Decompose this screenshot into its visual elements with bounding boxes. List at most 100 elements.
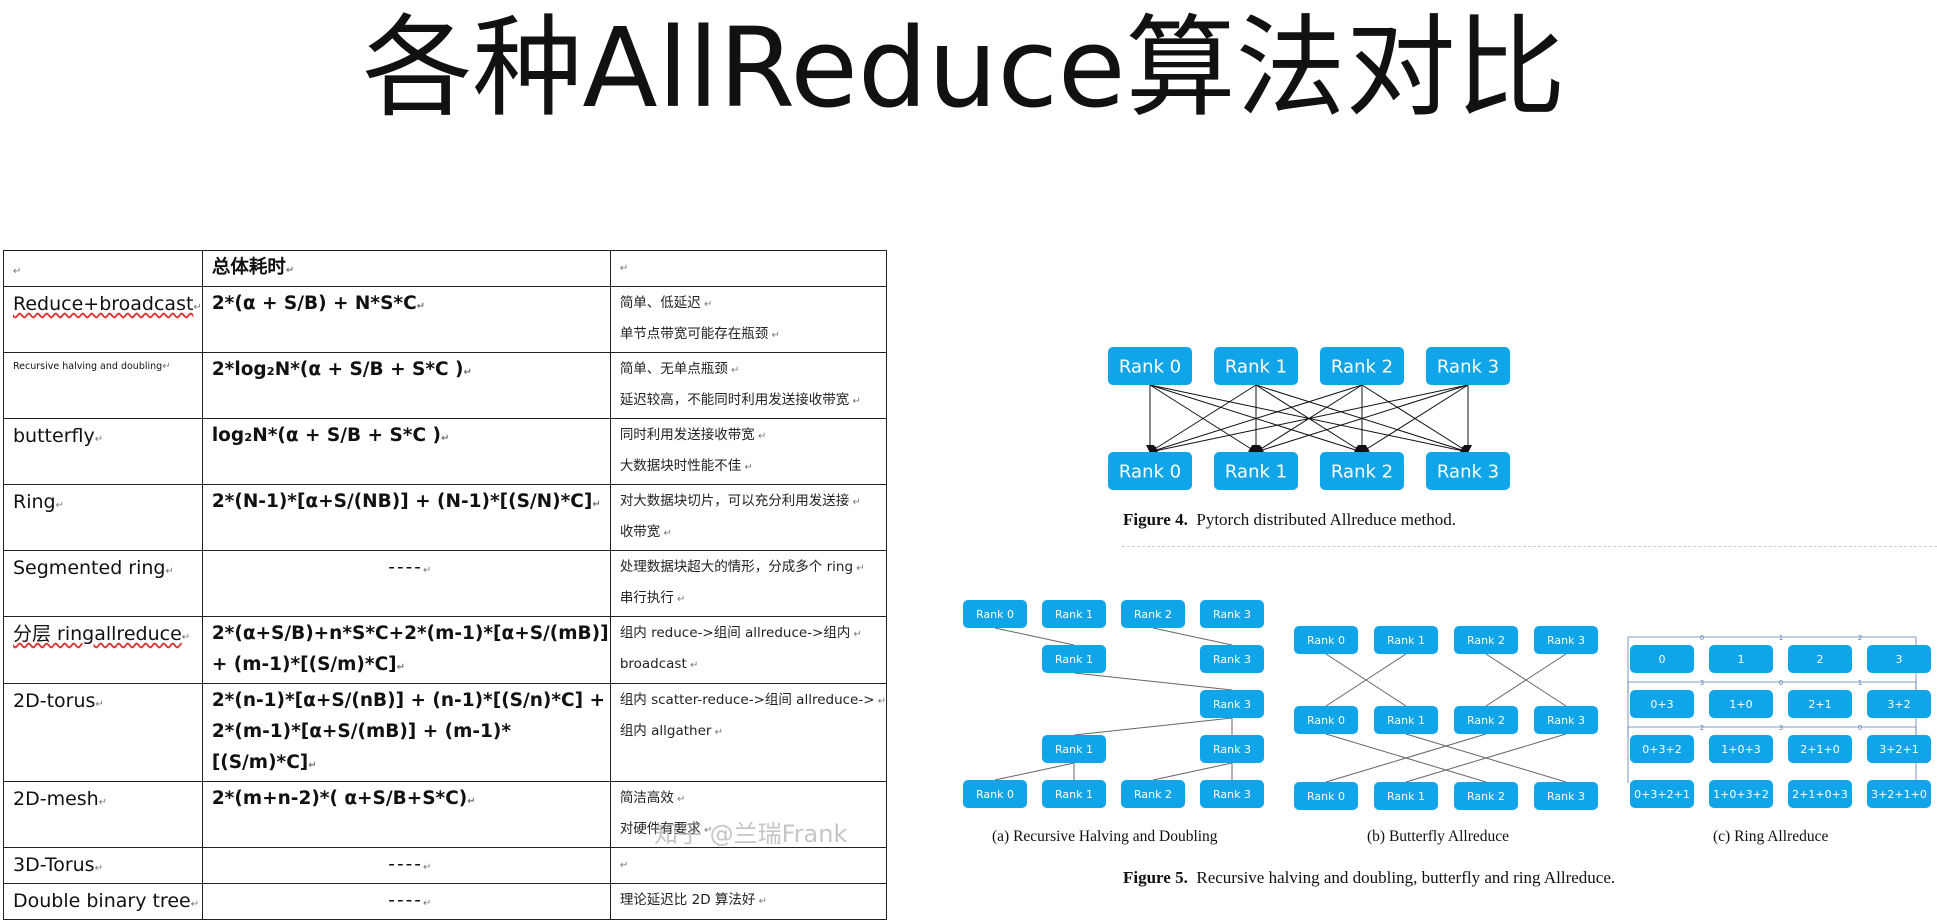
rank-label: Rank 1 <box>1387 714 1425 727</box>
rank-label: 3+2 <box>1887 698 1910 711</box>
total-time-cell: 2*(n-1)*[α+S/(nB)] + (n-1)*[(S/n)*C] + 2… <box>201 683 611 782</box>
edge <box>1361 384 1469 453</box>
figure-4-top-node: Rank 3 <box>1426 347 1510 385</box>
figure-5c-node: 1+0 <box>1709 690 1773 718</box>
table-row: Reduce+broadcast↵2*(α + S/B) + N*S*C↵简单、… <box>3 286 888 353</box>
edge <box>1405 733 1567 783</box>
algorithm-name: Reduce+broadcast <box>13 293 194 315</box>
figure-5c-node: 1+0+3 <box>1709 735 1773 763</box>
rank-label: Rank 3 <box>1213 653 1251 666</box>
figure-5a-node: Rank 1 <box>1042 735 1106 763</box>
notes-cell: 组内 scatter-reduce->组间 allreduce-> ↵组内 al… <box>609 683 888 782</box>
rank-label: Rank 0 <box>976 608 1014 621</box>
figure-5c-node: 0+3+2+1 <box>1630 780 1694 808</box>
edge <box>1485 653 1567 707</box>
algorithm-name-cell: Ring↵ <box>3 484 203 551</box>
total-time-cell: log₂N*(α + S/B + S*C )↵ <box>201 418 611 485</box>
figure-5b-node: Rank 3 <box>1534 706 1598 734</box>
note-line: 对硬件有要求 ↵ <box>619 821 713 837</box>
algorithm-name: 分层 ringallreduce <box>13 623 182 645</box>
note-line: 单节点带宽可能存在瓶颈 ↵ <box>619 326 780 342</box>
table-row: Recursive halving and doubling↵2*log₂N*(… <box>3 352 888 419</box>
ring-link-label: 2 <box>1700 724 1704 732</box>
figure-5c-node: 1+0+3+2 <box>1709 780 1773 808</box>
table-row: 2D-torus↵2*(n-1)*[α+S/(nB)] + (n-1)*[(S/… <box>3 683 888 782</box>
figure-4-bottom-node: Rank 2 <box>1320 452 1404 490</box>
total-time-cell: ----↵ <box>201 550 611 617</box>
figure-5c-node: 2+1+0+3 <box>1788 780 1852 808</box>
algorithm-name-cell: butterfly↵ <box>3 418 203 485</box>
rank-label: 0+3+2 <box>1642 743 1681 756</box>
figure-5c-node: 2+1+0 <box>1788 735 1852 763</box>
total-time-formula: 2*(α+S/B)+n*S*C+2*(m-1)*[α+S/(mB)] + (m-… <box>211 623 609 675</box>
allreduce-comparison-table: ↵ 总体耗时↵ ↵ Reduce+broadcast↵2*(α + S/B) +… <box>3 250 888 920</box>
figure-5c-node: 3 <box>1867 645 1931 673</box>
rank-label: 3 <box>1896 653 1903 666</box>
note-text: 串行执行 <box>619 590 674 606</box>
edge <box>994 627 1075 646</box>
note-line: 同时利用发送接收带宽 ↵ <box>619 427 767 443</box>
total-time-cell: ----↵ <box>201 883 611 920</box>
algorithm-name-cell: Recursive halving and doubling↵ <box>3 352 203 419</box>
rank-label: 1 <box>1738 653 1745 666</box>
rank-label: Rank 1 <box>1387 634 1425 647</box>
total-time-formula: ---- <box>388 557 423 578</box>
figure-5b-node: Rank 1 <box>1374 626 1438 654</box>
figure-4-top-node: Rank 2 <box>1320 347 1404 385</box>
figure-5c-node: 3+2+1 <box>1867 735 1931 763</box>
rank-label: 0+3 <box>1650 698 1673 711</box>
total-time-cell: ----↵ <box>201 847 611 884</box>
ring-link-label: 0 <box>1700 634 1704 642</box>
note-text: 单节点带宽可能存在瓶颈 <box>619 326 769 342</box>
edge <box>994 762 1075 781</box>
edge <box>1325 733 1487 783</box>
note-line: 理论延迟比 2D 算法好 ↵ <box>619 892 767 908</box>
rank-label: Rank 0 <box>1307 714 1345 727</box>
total-time-cell: 2*(m+n-2)*( α+S/B+S*C)↵ <box>201 781 611 848</box>
figure-5b-node: Rank 2 <box>1454 782 1518 810</box>
ring-link-label: 1 <box>1858 679 1862 687</box>
total-time-formula: 2*(n-1)*[α+S/(nB)] + (n-1)*[(S/n)*C] + 2… <box>211 690 606 773</box>
ring-link-label: 1 <box>1779 634 1783 642</box>
figure-5b-node: Rank 3 <box>1534 626 1598 654</box>
figure-5b-node: Rank 1 <box>1374 782 1438 810</box>
note-text: 简洁高效 <box>619 790 674 806</box>
rank-label: Rank 0 <box>1119 461 1181 482</box>
note-text: 组内 scatter-reduce->组间 allreduce-> <box>619 692 875 708</box>
rank-label: 2+1+0 <box>1800 743 1839 756</box>
ring-link-label: 2 <box>1858 634 1862 642</box>
note-line: broadcast ↵ <box>619 656 699 672</box>
figure-5c-node: 0 <box>1630 645 1694 673</box>
algorithm-name-cell: Double binary tree↵ <box>3 883 203 920</box>
rank-label: 1+0+3+2 <box>1713 788 1769 801</box>
rank-label: Rank 1 <box>1055 653 1093 666</box>
figure-5c-node: 0+3 <box>1630 690 1694 718</box>
note-line: 组内 scatter-reduce->组间 allreduce-> ↵ <box>619 692 887 708</box>
rank-label: Rank 3 <box>1437 356 1499 377</box>
note-text: 大数据块时性能不佳 <box>619 458 742 474</box>
algorithm-name-cell: 分层 ringallreduce↵ <box>3 616 203 684</box>
edge <box>1255 384 1469 454</box>
header-cell-total-time: 总体耗时↵ <box>201 250 611 287</box>
figure-5b-node: Rank 0 <box>1294 782 1358 810</box>
ring-link-label: 0 <box>1858 724 1862 732</box>
rank-label: 0 <box>1659 653 1666 666</box>
rank-label: 1+0 <box>1729 698 1752 711</box>
note-line: 处理数据块超大的情形，分成多个 ring ↵ <box>619 559 865 575</box>
table-row: Ring↵2*(N-1)*[α+S/(NB)] + (N-1)*[(S/N)*C… <box>3 484 888 551</box>
header-cell-algorithm: ↵ <box>3 250 203 287</box>
figure-4-caption-text: Pytorch distributed Allreduce method. <box>1196 510 1457 529</box>
rank-label: Rank 2 <box>1467 714 1505 727</box>
table-row: butterfly↵log₂N*(α + S/B + S*C )↵ 同时利用发送接… <box>3 418 888 485</box>
figure-4-bottom-node: Rank 1 <box>1214 452 1298 490</box>
figure-5b-node: Rank 0 <box>1294 626 1358 654</box>
algorithm-name: 2D-torus <box>13 690 96 712</box>
notes-cell: 同时利用发送接收带宽 ↵大数据块时性能不佳 ↵ <box>609 418 888 485</box>
rank-label: Rank 2 <box>1134 788 1172 801</box>
notes-cell: 简单、无单点瓶颈 ↵延迟较高，不能同时利用发送接收带宽 ↵ <box>609 352 888 419</box>
rank-label: Rank 0 <box>976 788 1014 801</box>
notes-cell: 处理数据块超大的情形，分成多个 ring ↵串行执行 ↵ <box>609 550 888 617</box>
figure-4-top-node: Rank 1 <box>1214 347 1298 385</box>
